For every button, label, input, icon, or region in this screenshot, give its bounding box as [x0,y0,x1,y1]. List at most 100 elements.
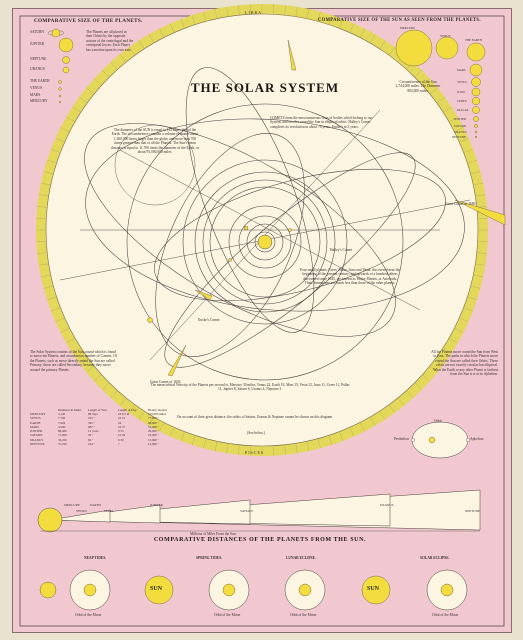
solar-system-left-note: The Solar System consists of the Sun, ro… [30,350,118,372]
text-circle [114,124,196,206]
table-cell: 225 " [88,416,95,421]
planet-size-label: URANUS [30,67,45,71]
zodiac-tick [55,317,65,323]
zodiac-tick [79,356,88,364]
asteroids-note: Four small planets, Ceres, Pallas, Juno … [300,268,400,286]
sun-label-1: SUN [150,586,163,592]
zodiac-tick [203,438,207,449]
zodiac-tick [467,159,478,164]
velocity-note: The mean orbital Velocity of the Planets… [150,383,350,392]
zodiac-tick [454,327,464,333]
planet-size-label: MERCURY [30,99,48,103]
orbit-vesta [209,186,321,298]
sun-center [257,234,273,250]
zodiac-tick [476,252,487,254]
orbit-juno [202,179,328,305]
sun-seen-from-label: SATURN [454,124,467,128]
zodiac-tick [317,438,321,449]
sun-seen-from-label: URANUS [454,130,467,134]
zodiac-tick [46,296,57,301]
table-cell: URANUS [30,437,44,442]
sun-diameter-note: The diameter of the SUN is equal to 112 … [110,128,200,155]
zodiac-tick [138,40,145,49]
zodiac-tick [429,365,438,373]
zodiac-tick [448,337,458,344]
zodiac-tick [339,431,344,442]
sun-disc-1 [144,575,174,605]
table-cell: 7,926 [58,420,66,425]
planets-orbit-note: The Planets are all placed in their Orbi… [86,30,134,52]
planet-earth-dot [243,225,249,231]
zodiac-tick [429,87,438,95]
comet-path-a [119,149,421,311]
page-title: THE SOLAR SYSTEM [190,80,340,95]
orbit-venus [246,223,284,261]
distance-sun [37,507,63,533]
distance-planet-label: SATURN [240,509,253,513]
zodiac-tick [66,116,76,123]
table-cell: 33,250 [58,437,67,442]
zodiac-tick [226,6,229,17]
table-cell: 7,700 [58,416,66,421]
lunar-earth [298,583,312,597]
table-cell: 84 " [88,437,94,442]
zodiac-tick [349,427,355,437]
zodiac-tick [422,78,431,86]
earth-size-icon [58,80,62,84]
distance-planet-label: EARTH [90,503,101,507]
zodiac-tick [72,106,81,113]
planets-motion-right-note: All the Planets move round the Sun from … [431,350,498,377]
zodiac-tick [379,411,386,420]
table-cell: 10 29 [118,433,126,438]
zodiac-tick [169,23,175,33]
zodiac-tick [349,23,355,33]
zodiac-tick [37,252,48,254]
sun-from-venus-icon [435,36,459,60]
zodiac-tick [191,14,196,25]
zodiac-tick [50,307,61,312]
zodiac-tick [50,148,61,153]
jupiter-size-icon [58,37,74,53]
zodiac-tick [422,374,431,382]
zodiac-tick [436,96,445,104]
comet-tail-left [167,344,187,377]
zodiac-tick [306,8,310,19]
zodiac-tick [38,263,49,266]
zodiac-tick [46,159,57,164]
uranus-size-icon [62,66,70,74]
comet-label-1680: Great Comet of 1680 [445,202,476,206]
table-cell: EARTH [30,420,41,425]
zodiac-tick [86,365,95,373]
zodiac-tick [79,96,88,104]
zodiac-tick [86,87,95,95]
zodiac-tick [470,171,481,175]
comet-tail-top [287,39,297,71]
comet-label-1843: Great Comet of 1843 [150,380,181,384]
orbit-earth [238,215,292,269]
planet-venus-dot [288,228,292,232]
zodiac-tick [443,106,452,113]
planet-mars-dot [228,258,232,262]
zodiac-tick [475,263,486,266]
comet-orbit-1 [154,168,446,302]
table-cell: 4,500 [58,424,66,429]
orbit-inset-aphelion-planet [466,438,471,443]
table-cell: 29,000 " [148,429,159,434]
zodiac-tick [454,127,464,133]
orbit-mars [228,205,302,279]
table-cell: 77,000 " [148,416,159,421]
neap-earth-center [83,583,97,597]
zodiac-tick [169,427,175,437]
zodiac-tick [180,18,185,29]
zodiac-tick [249,445,251,456]
zodiac-tick [295,443,298,454]
zodiac-tick [295,6,298,17]
zodiac-tick [406,390,414,399]
table-cell: 24 [118,420,122,425]
